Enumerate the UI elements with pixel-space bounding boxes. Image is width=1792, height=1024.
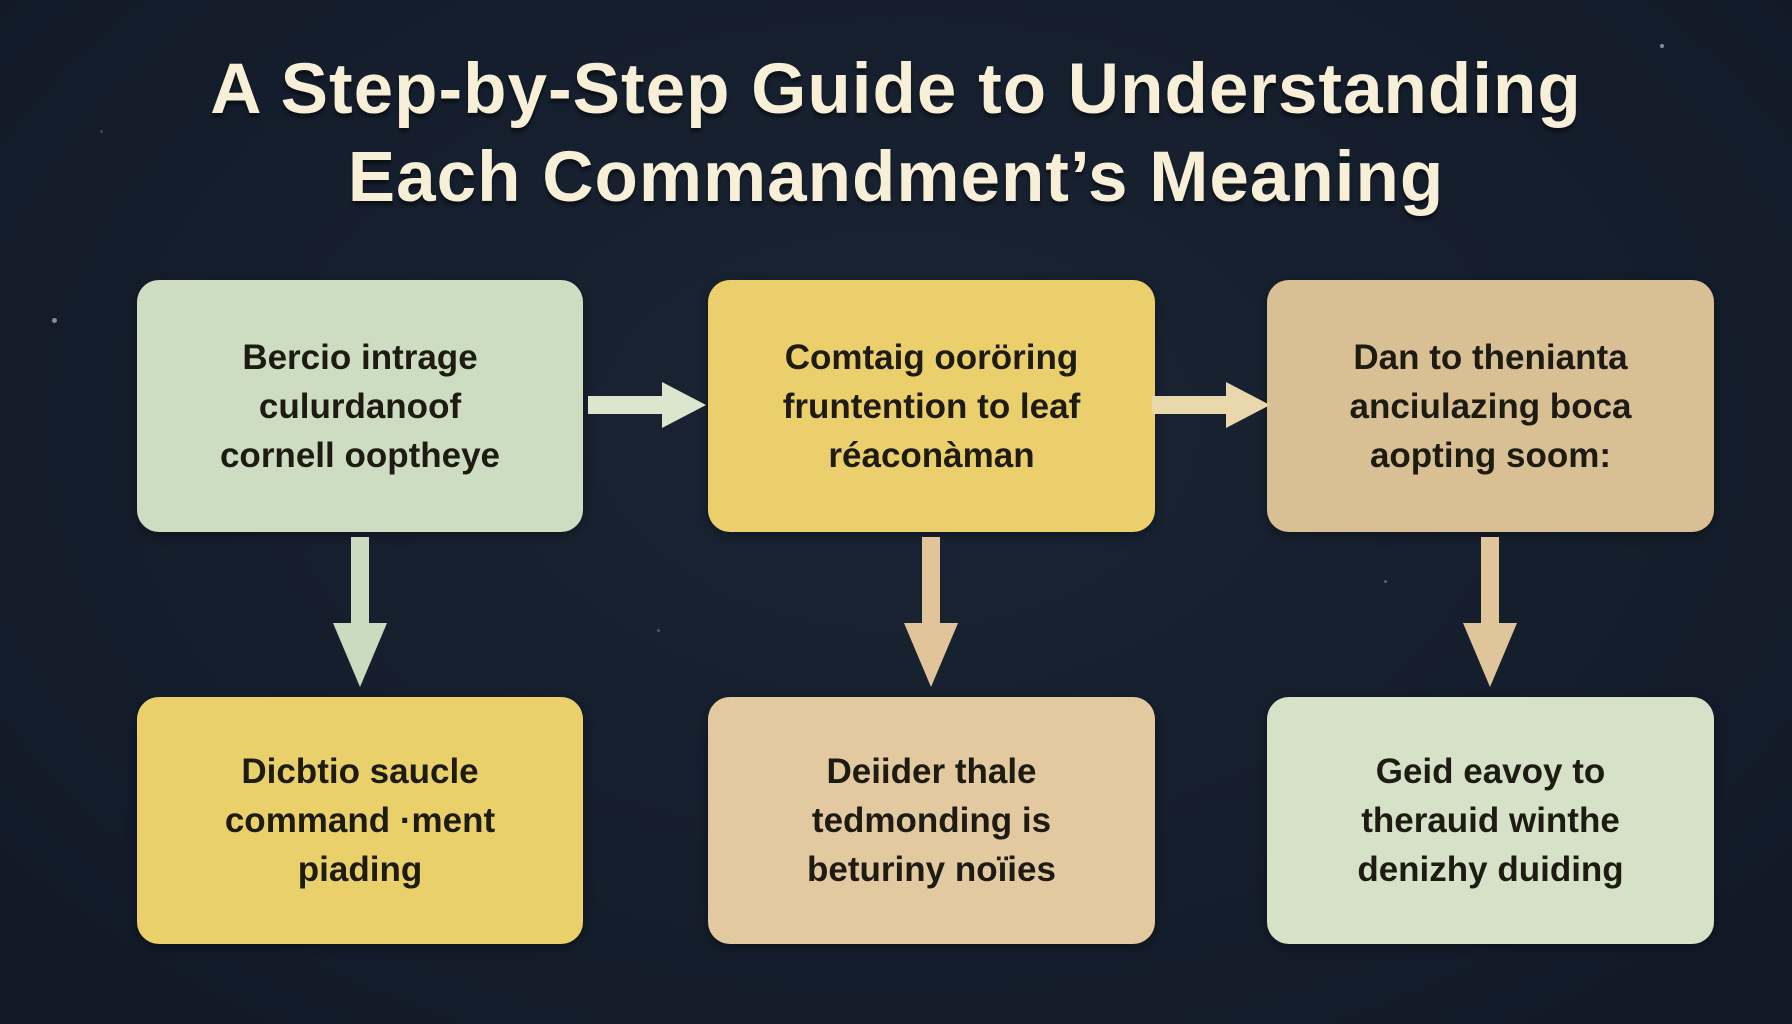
flow-box-step-6-text: Geid eavoy to therauid winthe denizhy du… xyxy=(1339,747,1641,894)
step-1-line-3: cornell ooptheye xyxy=(219,435,501,475)
step-3-line-2: anciulazing boca xyxy=(1349,386,1632,426)
down-arrow-icon xyxy=(904,537,958,687)
step-4-line-3: piading xyxy=(297,850,423,889)
flow-box-step-2-text: Comtaig ooröring fruntention to leaf réa… xyxy=(765,333,1098,480)
flow-box-step-4-text: Dicbtio saucle command ·ment piading xyxy=(207,747,513,894)
flow-box-step-3: Dan to thenianta anciulazing boca aoptin… xyxy=(1267,280,1714,532)
step-3-line-1: Dan to thenianta xyxy=(1353,337,1628,377)
flow-box-step-4: Dicbtio saucle command ·ment piading xyxy=(137,697,583,944)
step-2-line-1: Comtaig ooröring xyxy=(784,337,1079,377)
flow-box-step-2: Comtaig ooröring fruntention to leaf réa… xyxy=(708,280,1155,532)
step-5-line-2: tedmonding is xyxy=(811,801,1052,840)
flow-box-step-3-text: Dan to thenianta anciulazing boca aoptin… xyxy=(1332,333,1650,480)
step-5-line-1: Deiider thale xyxy=(826,752,1037,791)
step-4-line-2: command ·ment xyxy=(224,801,496,840)
title-line-2: Each Commandment’s Meaning xyxy=(347,138,1445,217)
star-speck xyxy=(657,629,660,632)
step-1-line-1: Bercio intrage xyxy=(242,337,478,377)
star-speck xyxy=(52,318,57,323)
step-6-line-3: denizhy duiding xyxy=(1357,850,1624,889)
step-2-line-2: fruntention to leaf xyxy=(782,386,1081,426)
page-title: A Step-by-Step Guide to Understanding Ea… xyxy=(0,46,1792,222)
flow-box-step-1: Bercio intrage culurdanoof cornell oopth… xyxy=(137,280,583,532)
step-3-line-3: aopting soom: xyxy=(1369,435,1612,475)
flow-box-step-5-text: Deiider thale tedmonding is beturiny noï… xyxy=(789,747,1074,894)
star-speck xyxy=(1660,44,1664,48)
flow-box-step-1-text: Bercio intrage culurdanoof cornell oopth… xyxy=(202,333,518,480)
step-6-line-1: Geid eavoy to xyxy=(1375,752,1606,791)
step-4-line-1: Dicbtio saucle xyxy=(241,752,479,791)
right-arrow-icon xyxy=(1152,382,1270,428)
step-1-line-2: culurdanoof xyxy=(258,386,462,426)
down-arrow-icon xyxy=(1463,537,1517,687)
star-speck xyxy=(100,130,103,133)
title-line-1: A Step-by-Step Guide to Understanding xyxy=(210,50,1582,129)
step-5-line-3: beturiny noïies xyxy=(807,850,1056,889)
flow-box-step-6: Geid eavoy to therauid winthe denizhy du… xyxy=(1267,697,1714,944)
flow-box-step-5: Deiider thale tedmonding is beturiny noï… xyxy=(708,697,1155,944)
star-speck xyxy=(1384,580,1387,583)
right-arrow-icon xyxy=(588,382,706,428)
step-6-line-2: therauid winthe xyxy=(1361,801,1620,840)
down-arrow-icon xyxy=(333,537,387,687)
step-2-line-3: réaconàman xyxy=(828,435,1035,475)
